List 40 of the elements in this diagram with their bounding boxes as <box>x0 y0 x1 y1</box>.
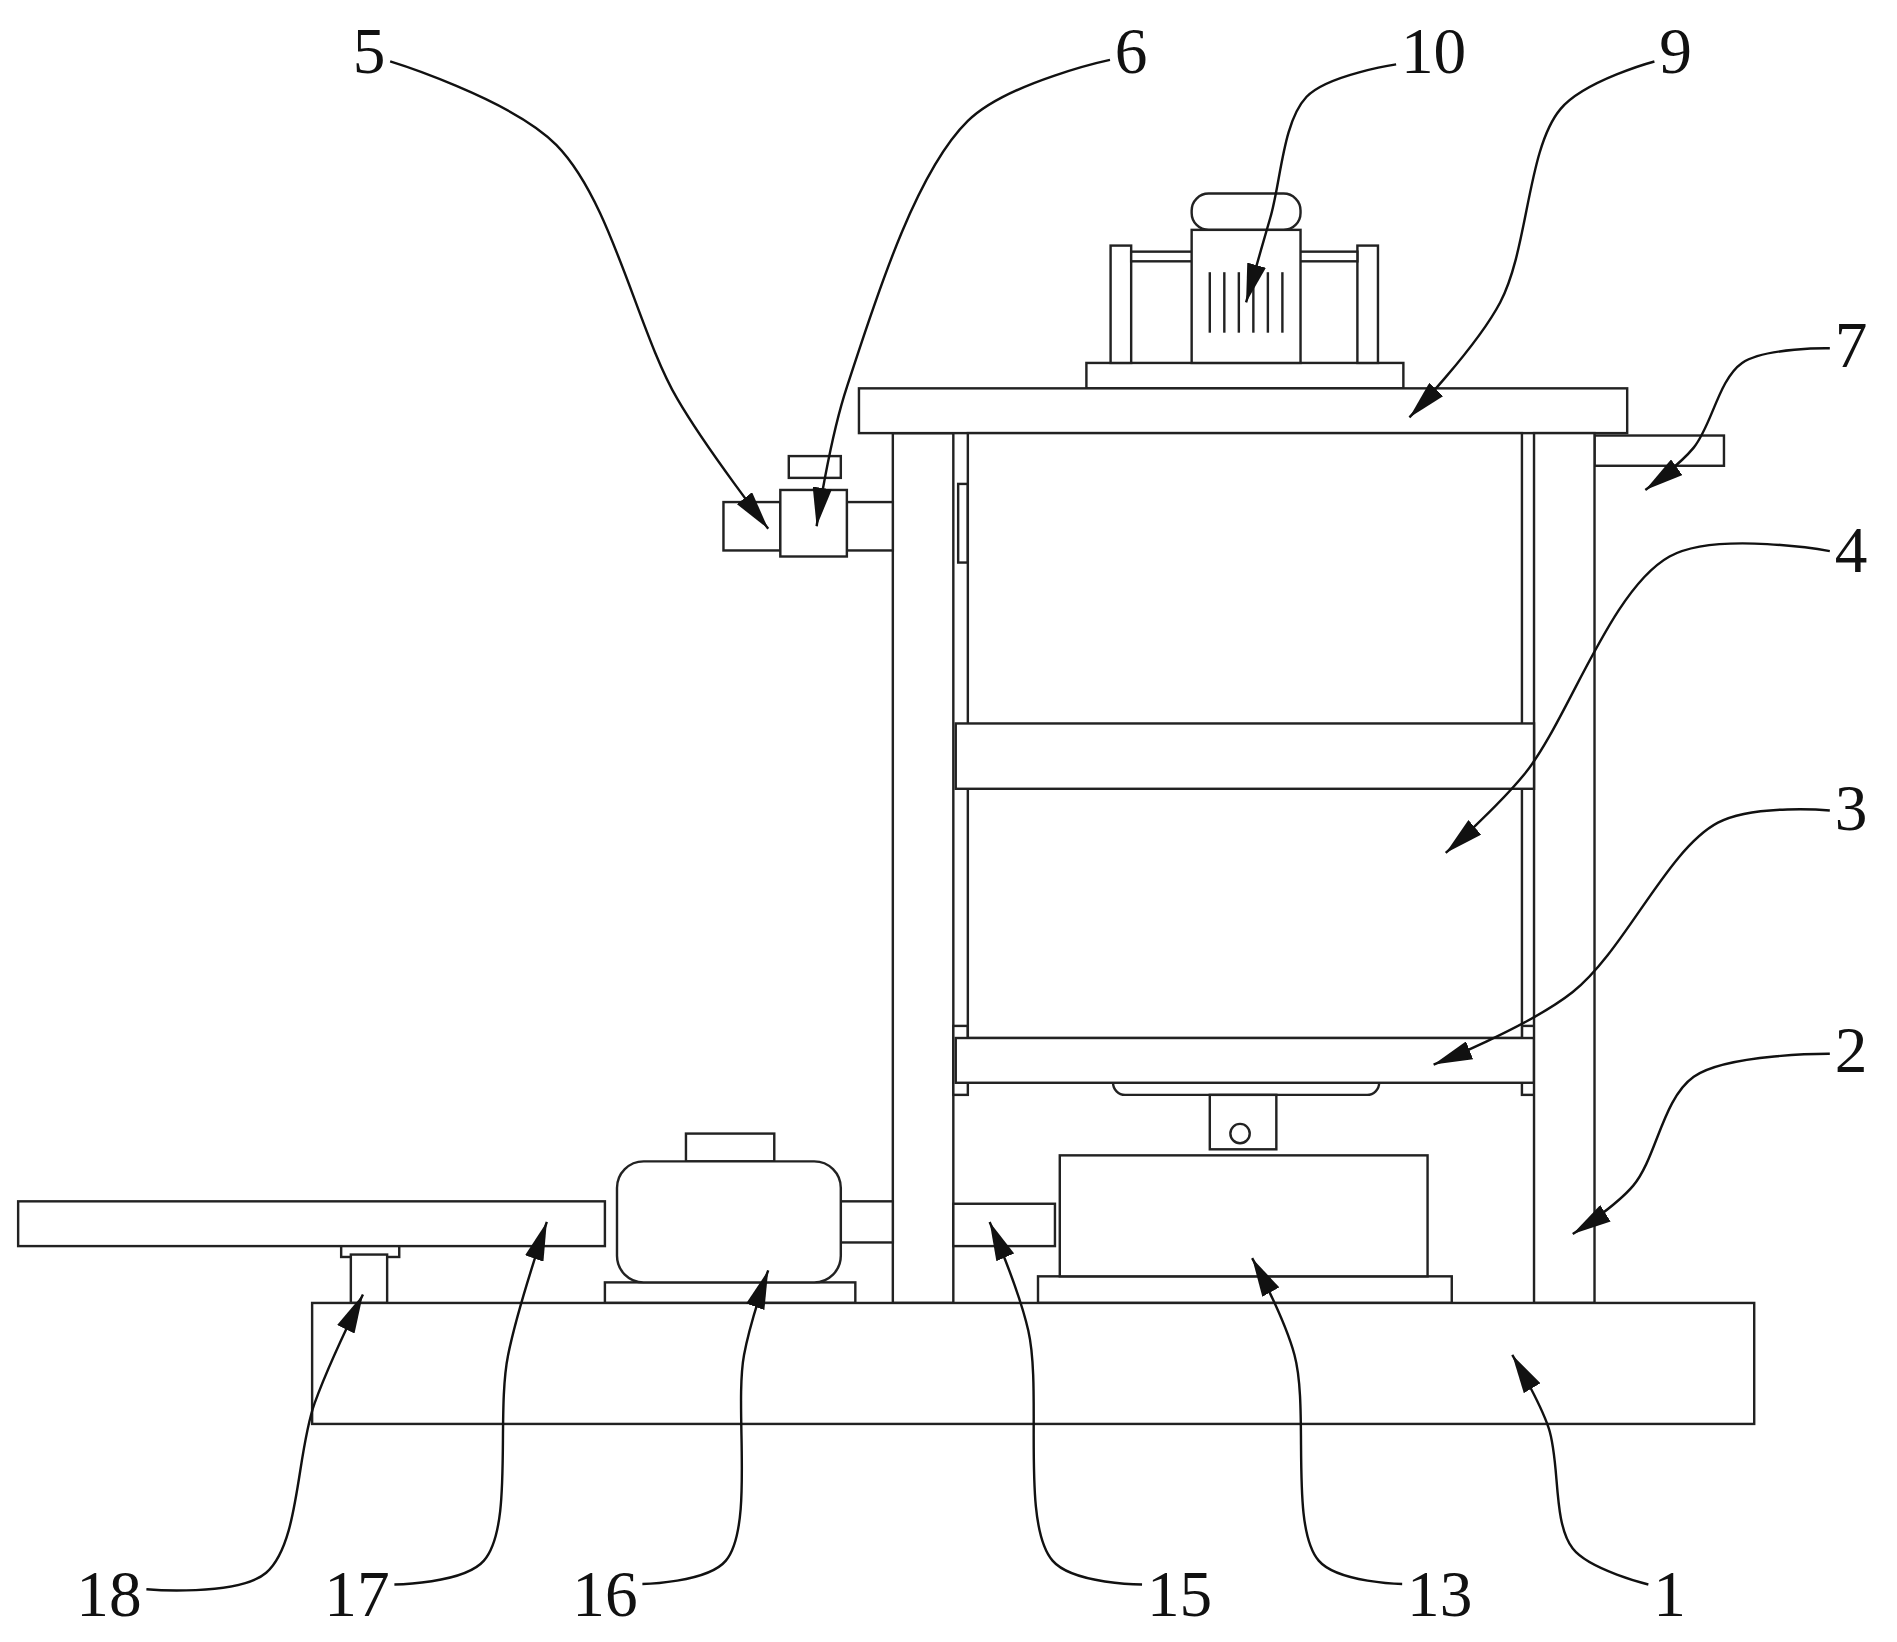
callout-number: 17 <box>324 1561 390 1628</box>
leader-line <box>389 60 770 530</box>
leader-line <box>1511 1354 1649 1586</box>
leader-line <box>1244 63 1397 303</box>
callout-number: 7 <box>1834 312 1868 378</box>
base-plate <box>310 1301 1756 1426</box>
leader-line <box>146 1293 365 1592</box>
leader-line <box>642 1269 770 1586</box>
frame-post <box>1532 431 1596 1305</box>
leader-line <box>812 58 1111 527</box>
leader-line <box>394 1221 548 1586</box>
callout-number: 18 <box>76 1561 142 1628</box>
callout-number: 1 <box>1653 1561 1686 1628</box>
callout-number: 16 <box>572 1561 638 1628</box>
housing-box <box>1058 1154 1429 1278</box>
callout-number: 6 <box>1114 18 1148 84</box>
callout-number: 10 <box>1400 18 1467 84</box>
hose <box>16 1200 607 1248</box>
top-plate <box>857 387 1629 435</box>
callout-number: 9 <box>1659 18 1692 84</box>
leader-line <box>1444 542 1830 854</box>
pipe <box>952 1202 1057 1248</box>
valve <box>779 488 849 558</box>
motor <box>1190 228 1302 365</box>
leader-line <box>988 1221 1143 1586</box>
callout-number: 15 <box>1146 1561 1213 1628</box>
leader-line <box>1408 60 1655 419</box>
callout-number: 13 <box>1407 1561 1473 1628</box>
leader-line <box>1572 1052 1830 1235</box>
callout-number: 4 <box>1834 517 1868 584</box>
leader-line <box>1251 1257 1403 1586</box>
callout-number: 5 <box>352 18 386 84</box>
support-foot <box>349 1253 389 1305</box>
callout-number: 2 <box>1834 1017 1868 1083</box>
callout-number: 3 <box>1834 775 1868 841</box>
support-bar <box>954 1036 1536 1084</box>
side-bracket <box>1593 434 1726 467</box>
pump <box>615 1160 842 1284</box>
leader-line <box>1644 347 1830 491</box>
leader-line <box>1433 808 1830 1066</box>
